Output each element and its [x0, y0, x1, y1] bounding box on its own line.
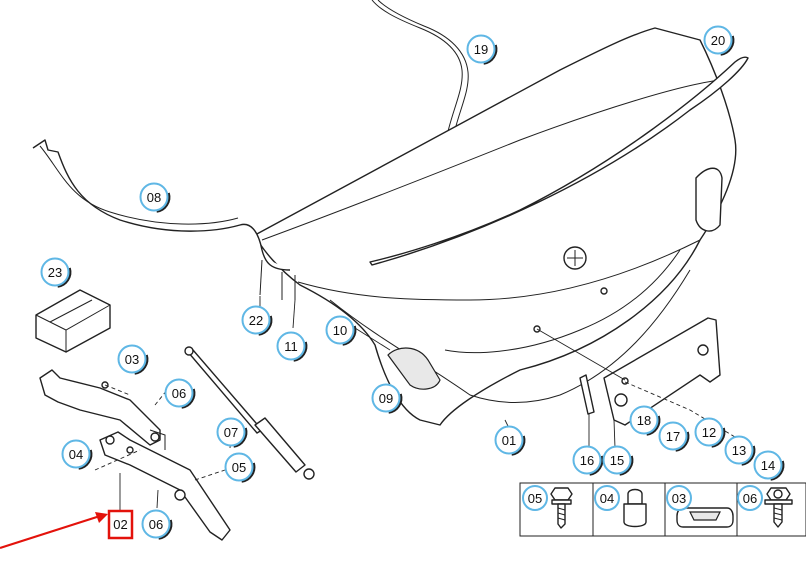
callout-19[interactable]: 19 [466, 34, 498, 65]
svg-text:02: 02 [113, 517, 127, 532]
callout-label: 09 [379, 391, 393, 406]
callout-18[interactable]: 18 [629, 405, 661, 436]
callout-05[interactable]: 05 [224, 452, 256, 483]
leader-lines [119, 296, 616, 514]
callout-label: 15 [610, 453, 624, 468]
callout-label: 23 [48, 265, 62, 280]
callout-label: 04 [69, 447, 83, 462]
trim-strip [579, 374, 595, 415]
callout-23[interactable]: 23 [40, 257, 72, 288]
fastener-legend [519, 482, 806, 537]
callout-label: 13 [732, 443, 746, 458]
trunk-lid [254, 27, 737, 426]
callout-06b[interactable]: 06 [141, 509, 173, 540]
highlighted-part-02[interactable]: 02 [107, 509, 134, 540]
callouts: 19 20 08 23 22 11 10 03 06 09 07 01 04 05 06 18 17 12 16 15… [40, 25, 785, 540]
legend-label: 06 [743, 491, 757, 506]
callout-04[interactable]: 04 [61, 439, 93, 470]
legend-item-05[interactable]: 05 [522, 485, 548, 511]
callout-label: 17 [666, 429, 680, 444]
callout-label: 22 [249, 313, 263, 328]
hinge-assembly [39, 369, 231, 541]
callout-label: 16 [580, 453, 594, 468]
gas-strut [184, 346, 315, 480]
callout-label: 11 [284, 339, 298, 354]
callout-label: 19 [474, 42, 488, 57]
callout-11[interactable]: 11 [276, 331, 308, 362]
rubber-buffer-icon [623, 488, 647, 528]
highlight-arrow [0, 512, 108, 550]
antenna-cable [371, 0, 469, 143]
callout-17[interactable]: 17 [658, 421, 690, 452]
callout-label: 01 [502, 433, 516, 448]
hex-bolt-icon [764, 487, 793, 528]
legend-label: 03 [672, 491, 686, 506]
callout-16[interactable]: 16 [572, 445, 604, 476]
callout-label: 12 [702, 425, 716, 440]
callout-label: 06 [149, 517, 163, 532]
callout-22[interactable]: 22 [241, 305, 273, 336]
callout-label: 10 [333, 323, 347, 338]
insulation-block [35, 289, 111, 353]
bolt-flange-icon [550, 487, 573, 529]
callout-07[interactable]: 07 [216, 417, 248, 448]
legend-item-03[interactable]: 03 [666, 485, 692, 511]
callout-label: 03 [125, 352, 139, 367]
callout-label: 08 [147, 190, 161, 205]
callout-15[interactable]: 15 [602, 445, 634, 476]
grommet-icon [676, 507, 734, 528]
callout-08[interactable]: 08 [139, 182, 171, 213]
callout-01[interactable]: 01 [494, 425, 526, 456]
callout-label: 05 [232, 460, 246, 475]
callout-03[interactable]: 03 [117, 344, 149, 375]
callout-09[interactable]: 09 [371, 383, 403, 414]
emblem-icon [563, 246, 587, 270]
callout-13[interactable]: 13 [724, 435, 756, 466]
callout-label: 20 [711, 33, 725, 48]
trunk-cable [32, 139, 296, 300]
callout-label: 07 [224, 425, 238, 440]
callout-14[interactable]: 14 [753, 450, 785, 481]
rear-spoiler [369, 56, 749, 266]
legend-label: 04 [600, 491, 614, 506]
callout-20[interactable]: 20 [703, 25, 735, 56]
callout-label: 18 [637, 413, 651, 428]
legend-labels: 05 04 03 06 [522, 485, 763, 511]
callout-label: 14 [761, 458, 775, 473]
legend-label: 05 [528, 491, 542, 506]
callout-label: 06 [172, 386, 186, 401]
callout-10[interactable]: 10 [325, 315, 357, 346]
license-bracket [536, 317, 741, 441]
callout-12[interactable]: 12 [694, 417, 726, 448]
legend-item-04[interactable]: 04 [594, 485, 620, 511]
callout-06a[interactable]: 06 [164, 378, 196, 409]
legend-item-06[interactable]: 06 [737, 485, 763, 511]
